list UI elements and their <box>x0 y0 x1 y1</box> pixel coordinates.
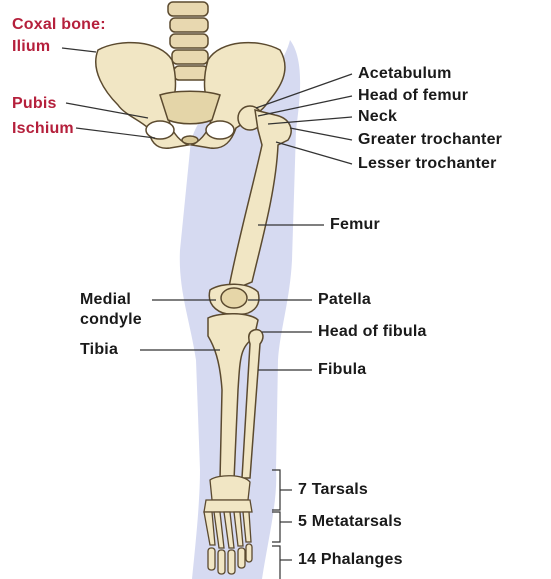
label-medial-condyle-line2: condyle <box>80 311 142 329</box>
foot <box>204 476 252 574</box>
label-greater-trochanter: Greater trochanter <box>358 131 502 149</box>
label-tibia: Tibia <box>80 341 118 359</box>
label-phalanges: 14 Phalanges <box>298 551 403 569</box>
label-medial-condyle-line1: Medial <box>80 291 131 309</box>
patella <box>221 288 247 308</box>
label-tarsals: 7 Tarsals <box>298 481 368 499</box>
label-patella: Patella <box>318 291 371 309</box>
label-pubis: Pubis <box>12 95 57 113</box>
label-acetabulum: Acetabulum <box>358 65 452 83</box>
label-coxal-bone: Coxal bone: <box>12 16 106 34</box>
label-femur: Femur <box>330 216 380 234</box>
label-head-of-fibula: Head of fibula <box>318 323 427 341</box>
label-ilium: Ilium <box>12 38 50 56</box>
label-lesser-trochanter: Lesser trochanter <box>358 155 497 173</box>
label-fibula: Fibula <box>318 361 366 379</box>
label-metatarsals: 5 Metatarsals <box>298 513 402 531</box>
label-ischium: Ischium <box>12 120 74 138</box>
label-head-of-femur: Head of femur <box>358 87 468 105</box>
label-neck: Neck <box>358 108 397 126</box>
